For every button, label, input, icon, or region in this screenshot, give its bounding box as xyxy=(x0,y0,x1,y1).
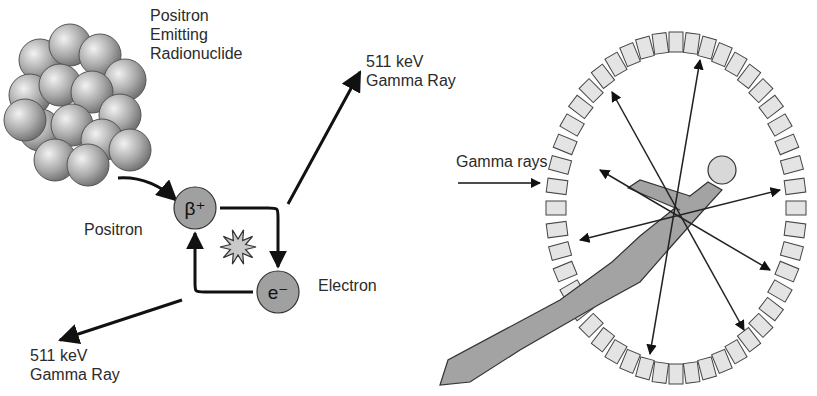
particle-symbol: e⁻ xyxy=(268,281,289,304)
text-label: 511 keV Gamma Ray xyxy=(366,52,456,90)
curved-arrow xyxy=(195,233,253,292)
particle-symbol: β⁺ xyxy=(185,197,206,220)
nucleus-spheres xyxy=(4,24,151,186)
annihilation-burst xyxy=(220,230,256,264)
text-label: Gamma rays xyxy=(456,152,566,171)
gamma-ray-lines xyxy=(580,60,780,354)
patient xyxy=(440,156,736,385)
detector-ring xyxy=(546,32,806,384)
text-label: Positron Emitting Radionuclide xyxy=(150,6,270,63)
particle-circle: β⁺ xyxy=(173,186,217,230)
text-label: Electron xyxy=(318,276,408,295)
gamma-rays-arrow xyxy=(458,182,540,184)
particle-circle: e⁻ xyxy=(256,270,300,314)
gamma-ray-arrow xyxy=(288,72,360,204)
text-label: Positron xyxy=(84,220,174,239)
text-label: 511 keV Gamma Ray xyxy=(30,346,120,384)
gamma-ray-arrow xyxy=(60,300,182,340)
emission-arrow xyxy=(118,178,176,200)
curved-arrow xyxy=(220,208,278,267)
